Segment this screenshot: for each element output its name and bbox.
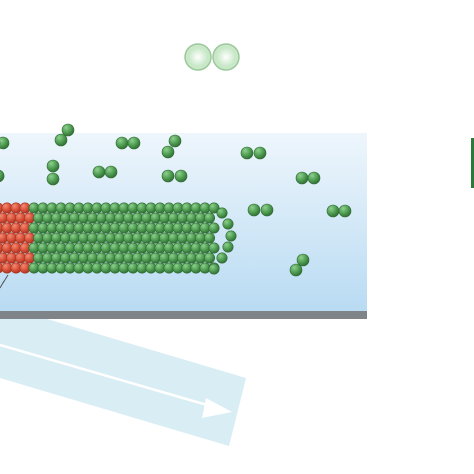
atom [326, 204, 340, 218]
atom [54, 133, 68, 147]
green-atom [208, 202, 220, 214]
atom [92, 165, 106, 179]
atom [295, 171, 309, 185]
adsorbed-dimer-icon [0, 136, 10, 150]
arrow-band [0, 305, 246, 446]
adsorbed-dimer-icon [46, 159, 60, 186]
atom [174, 169, 188, 183]
defect-marks [0, 274, 9, 289]
green-atom [225, 230, 237, 242]
atom [161, 145, 175, 159]
green-atom [208, 263, 220, 275]
atom [161, 169, 175, 183]
atom [46, 172, 60, 186]
atom [61, 123, 75, 137]
adsorbed-dimer-icon [161, 169, 188, 183]
green-atom [216, 207, 228, 219]
atom [240, 146, 254, 160]
green-atom [204, 252, 216, 264]
adsorbed-dimer-icon [115, 136, 141, 150]
adsorbed-dimer-icon [295, 171, 321, 185]
atom [104, 165, 118, 179]
substrate-base [0, 311, 367, 319]
adsorbed-dimer-icon [240, 146, 267, 160]
atom [296, 253, 310, 267]
flow-arrow-icon [0, 305, 246, 446]
atom [253, 146, 267, 160]
atom [168, 134, 182, 148]
adsorbed-dimer-icon [54, 123, 75, 147]
atom [0, 136, 10, 150]
arrow-shaft [0, 343, 215, 409]
atom [260, 203, 274, 217]
atom [247, 203, 261, 217]
green-atom [222, 218, 234, 230]
atom [338, 204, 352, 218]
adsorbed-dimer-icon [247, 203, 274, 217]
green-atom [204, 212, 216, 224]
green-atom [216, 252, 228, 264]
green-atom [208, 242, 220, 254]
adsorbed-molecules [0, 123, 352, 277]
adsorbed-dimer-icon [0, 170, 5, 182]
atom [0, 170, 5, 182]
adsorbed-dimer-icon [161, 134, 182, 159]
arrow-head [202, 398, 232, 418]
edge-marker [471, 138, 474, 188]
gas-molecule-icon [184, 43, 240, 71]
atom-lattice-icon [0, 202, 237, 275]
adsorbed-dimer-icon [92, 165, 118, 179]
atom [127, 136, 141, 150]
green-atom [222, 241, 234, 253]
adsorbed-dimer-icon [289, 253, 310, 277]
green-atom [204, 232, 216, 244]
atom [289, 263, 303, 277]
atom [46, 159, 60, 173]
green-atom [208, 222, 220, 234]
atom [307, 171, 321, 185]
atom [115, 136, 129, 150]
adsorbed-dimer-icon [326, 204, 352, 218]
